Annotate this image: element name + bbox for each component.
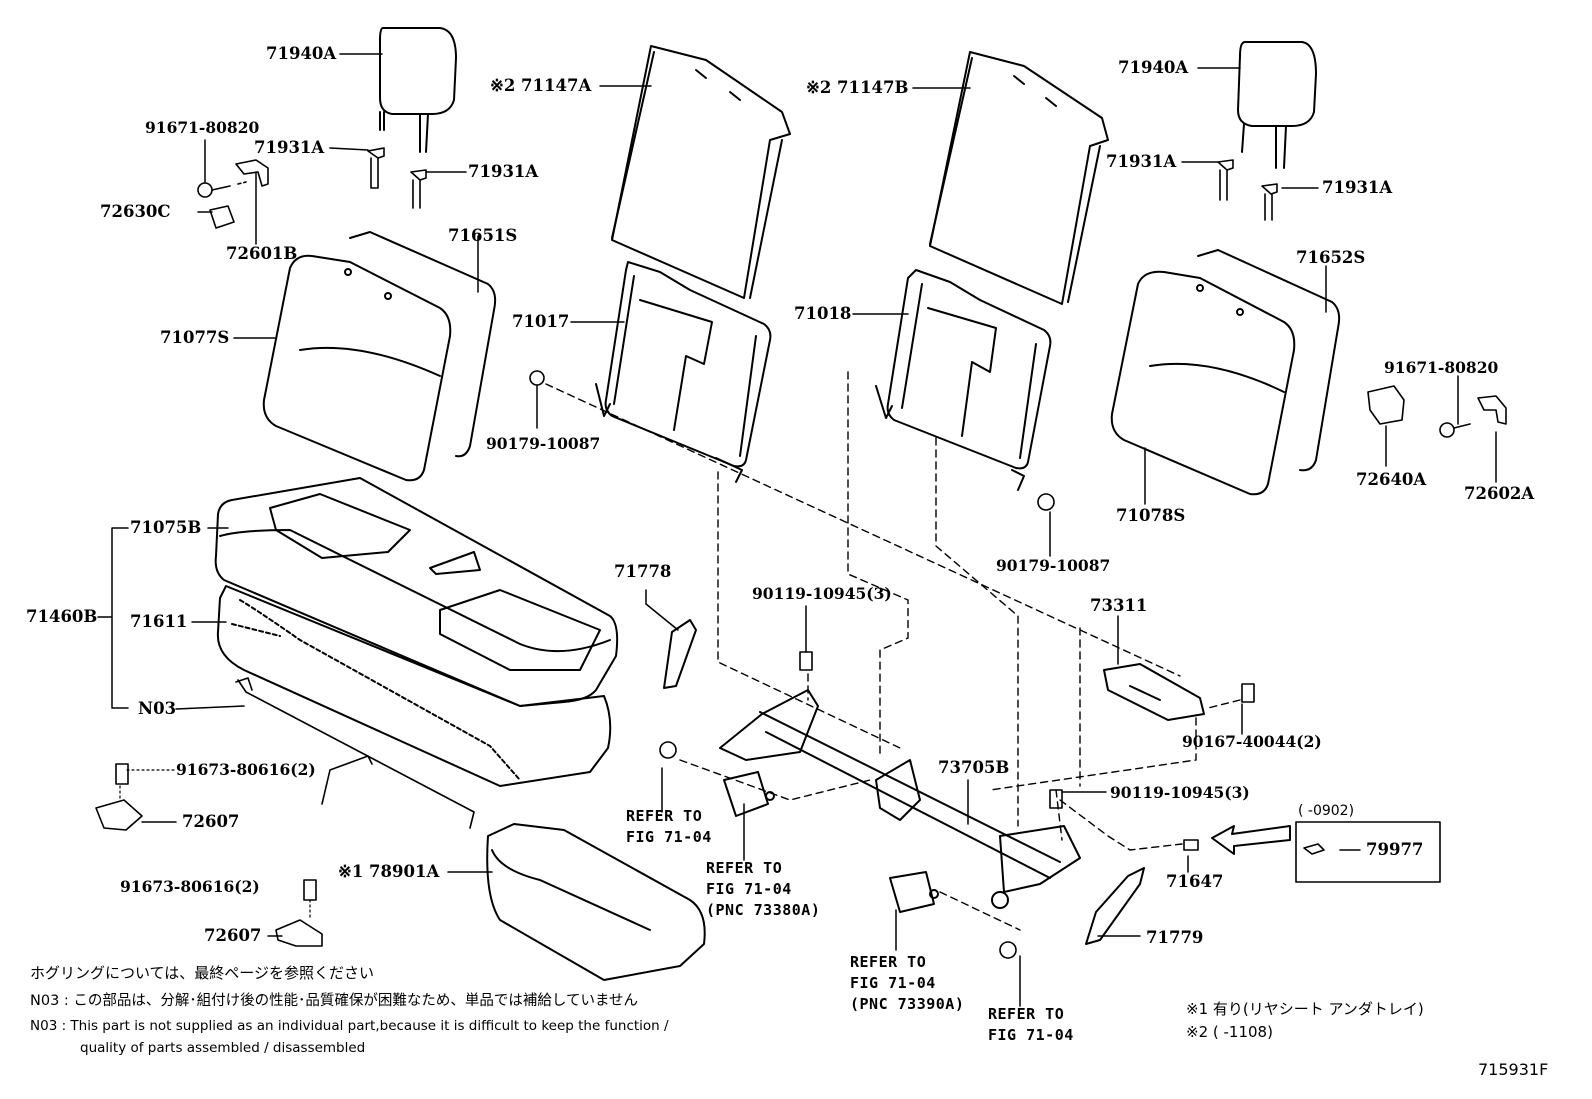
label-part-79977: 79977	[1366, 840, 1424, 859]
label-guide-left-1: 71931A	[254, 138, 325, 157]
hinge-bottom-2	[275, 879, 323, 947]
note-n03-jp: N03 : この部品は、分解･組付け後の性能･品質確保が困難なため、単品では補給…	[30, 993, 639, 1009]
label-bolt-mid-2: 90167-40044(2)	[1182, 732, 1322, 751]
label-nut-right: 90179-10087	[996, 556, 1111, 575]
refer-fig-2: REFER TO FIG 71-04 (PNC 73380A)	[706, 859, 821, 919]
label-frame-right: 71018	[794, 304, 852, 323]
label-n03: N03	[138, 699, 177, 718]
seatback-panel-right	[929, 51, 1109, 305]
label-lever-right: 71779	[1146, 928, 1204, 947]
footnote-2: ※2 ( -1108)	[1186, 1023, 1273, 1041]
label-bolt-left: 91671-80820	[145, 118, 260, 137]
figure-number: 715931F	[1478, 1060, 1549, 1079]
label-back-cover-left: 71651S	[448, 226, 518, 245]
label-bolt-bottom-1: 91673-80616(2)	[176, 760, 316, 779]
label-back-cover-right: 71652S	[1296, 248, 1366, 267]
label-belt-center: 73705B	[938, 758, 1010, 777]
label-hinge-right: 72602A	[1464, 484, 1535, 503]
label-part-71647: 71647	[1166, 872, 1224, 891]
label-guide-right-2: 71931A	[1322, 178, 1393, 197]
refer-fig-3: REFER TO FIG 71-04 (PNC 73390A)	[850, 953, 965, 1013]
label-clip-left: 72630C	[100, 202, 171, 221]
label-bolt-right: 91671-80820	[1384, 358, 1499, 377]
note-n03-en-2: quality of parts assembled / disassemble…	[80, 1040, 366, 1056]
small-bolts	[529, 370, 1255, 959]
buckle-right	[889, 871, 939, 913]
seatback-panel-left	[611, 45, 791, 299]
bolt-clip-left-top	[197, 159, 269, 229]
seatback-cushion-right	[1110, 249, 1341, 496]
footnote-1: ※1 有り(リヤシート アンダトレイ)	[1186, 1000, 1424, 1018]
label-under-tray: ※1 78901A	[338, 862, 440, 881]
note-hog-ring: ホグリングについては、最終ページを参照ください	[30, 964, 374, 982]
label-lever-left: 71778	[614, 562, 672, 581]
buckle-left	[723, 771, 775, 817]
label-guide-left-2: 71931A	[468, 162, 539, 181]
inset-box	[1295, 821, 1441, 883]
refer-fig-1: REFER TO FIG 71-04	[626, 807, 712, 846]
seatback-cushion-left	[262, 231, 497, 482]
headrest-guides	[367, 147, 1278, 221]
bolt-clip-right-top	[1367, 385, 1507, 438]
label-nut-left: 90179-10087	[486, 434, 601, 453]
headrest-left	[379, 27, 457, 153]
pointer-arrow	[1211, 825, 1291, 855]
label-cushion-pad: 71611	[130, 612, 188, 631]
headrest-right	[1237, 41, 1317, 169]
assembly-lines	[545, 371, 1241, 931]
lever-right	[1085, 867, 1145, 945]
hinge-bottom-1	[95, 763, 143, 831]
label-hinge-left: 72601B	[226, 244, 298, 263]
dotted-bolt-lines	[119, 769, 311, 919]
refer-fig-4: REFER TO FIG 71-04	[988, 1005, 1074, 1044]
label-clip-right: 72640A	[1356, 470, 1427, 489]
label-back-cushion-right: 71078S	[1116, 506, 1186, 525]
label-back-panel-left: ※2 71147A	[490, 76, 592, 95]
bracket-73311	[1103, 663, 1205, 721]
seatback-frame-left	[595, 261, 772, 483]
label-back-panel-right: ※2 71147B	[806, 78, 909, 97]
label-hinge-bottom-1: 72607	[182, 812, 240, 831]
label-bolt-mid-1: 90119-10945(3)	[752, 584, 892, 603]
label-frame-left: 71017	[512, 312, 570, 331]
leader-lines	[97, 53, 1497, 1007]
seat-cushion	[214, 477, 619, 707]
lever-left	[663, 619, 697, 689]
n03-wire	[235, 677, 475, 829]
label-headrest-left: 71940A	[266, 44, 337, 63]
label-cushion-assy: 71460B	[26, 607, 98, 626]
label-box-range: ( -0902)	[1298, 803, 1355, 819]
label-bracket: 73311	[1090, 596, 1148, 615]
label-cushion-cover: 71075B	[130, 518, 202, 537]
label-hinge-bottom-2: 72607	[204, 926, 262, 945]
lower-frame	[719, 689, 1081, 909]
label-back-cushion-left: 71077S	[160, 328, 230, 347]
label-bolt-bottom-2: 91673-80616(2)	[120, 877, 260, 896]
under-tray	[486, 823, 706, 981]
note-n03-en-1: N03 : This part is not supplied as an in…	[30, 1018, 669, 1034]
label-bolt-mid-3: 90119-10945(3)	[1110, 783, 1250, 802]
seatback-frame-right	[875, 269, 1052, 491]
label-guide-right-1: 71931A	[1106, 152, 1177, 171]
label-headrest-right: 71940A	[1118, 58, 1189, 77]
seat-cushion-base	[216, 585, 612, 787]
